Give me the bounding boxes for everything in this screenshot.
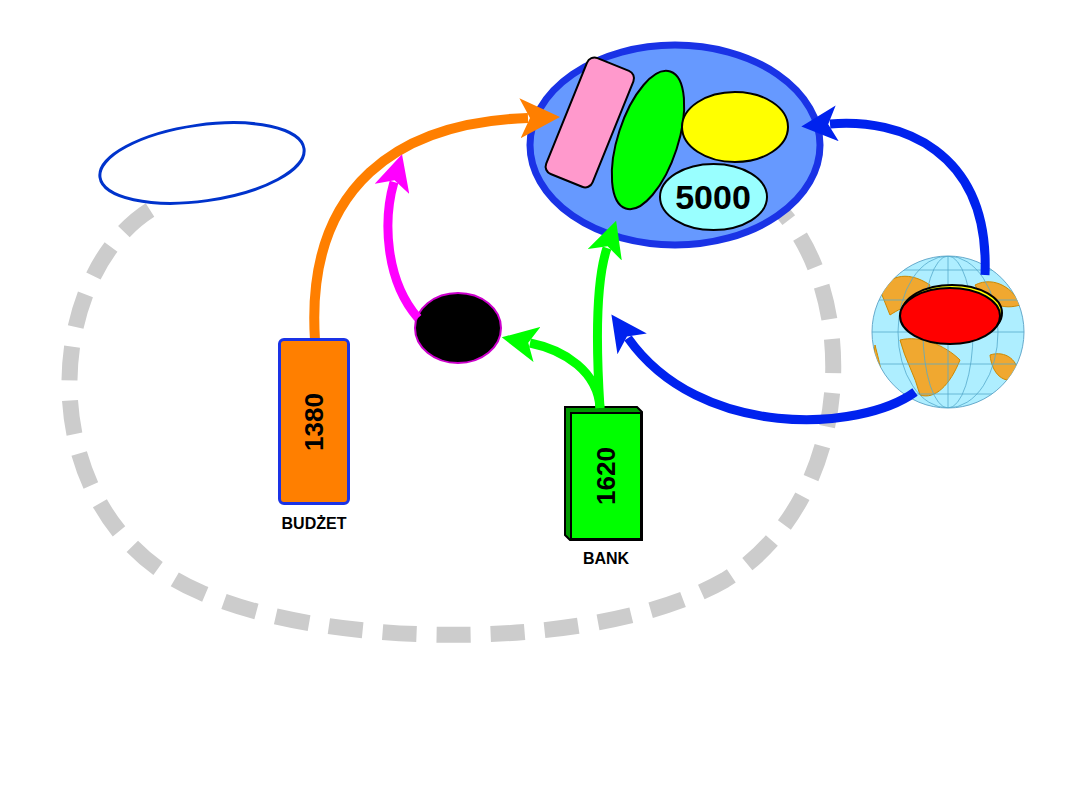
flow-arrow — [830, 123, 985, 275]
system-ellipse — [530, 45, 820, 245]
budget-bar: 1380BUDŻET — [278, 338, 350, 533]
value-oval: 5000 — [659, 163, 768, 231]
bar-shape: 1380 — [278, 338, 350, 505]
amount-value: 1620 — [593, 447, 619, 505]
block-caption: BUDŻET — [274, 515, 354, 533]
amount-value: 5000 — [675, 180, 751, 214]
bank-block: 1620BANK — [570, 412, 642, 568]
block-caption: BANK — [566, 550, 646, 568]
flow-arrow — [388, 182, 418, 318]
bank-block-back — [565, 407, 642, 540]
bar-shape: 1620 — [570, 412, 642, 540]
black-oval — [415, 293, 501, 363]
dashed-loop — [69, 210, 833, 635]
empty-oval — [95, 111, 310, 215]
globe — [870, 256, 1024, 408]
amount-value: 1380 — [301, 393, 327, 451]
flow-arrow — [628, 338, 915, 420]
yellow-oval — [682, 92, 788, 162]
flow-arrow — [314, 118, 528, 340]
flow-arrow — [598, 248, 607, 408]
flow-arrow — [530, 343, 600, 408]
